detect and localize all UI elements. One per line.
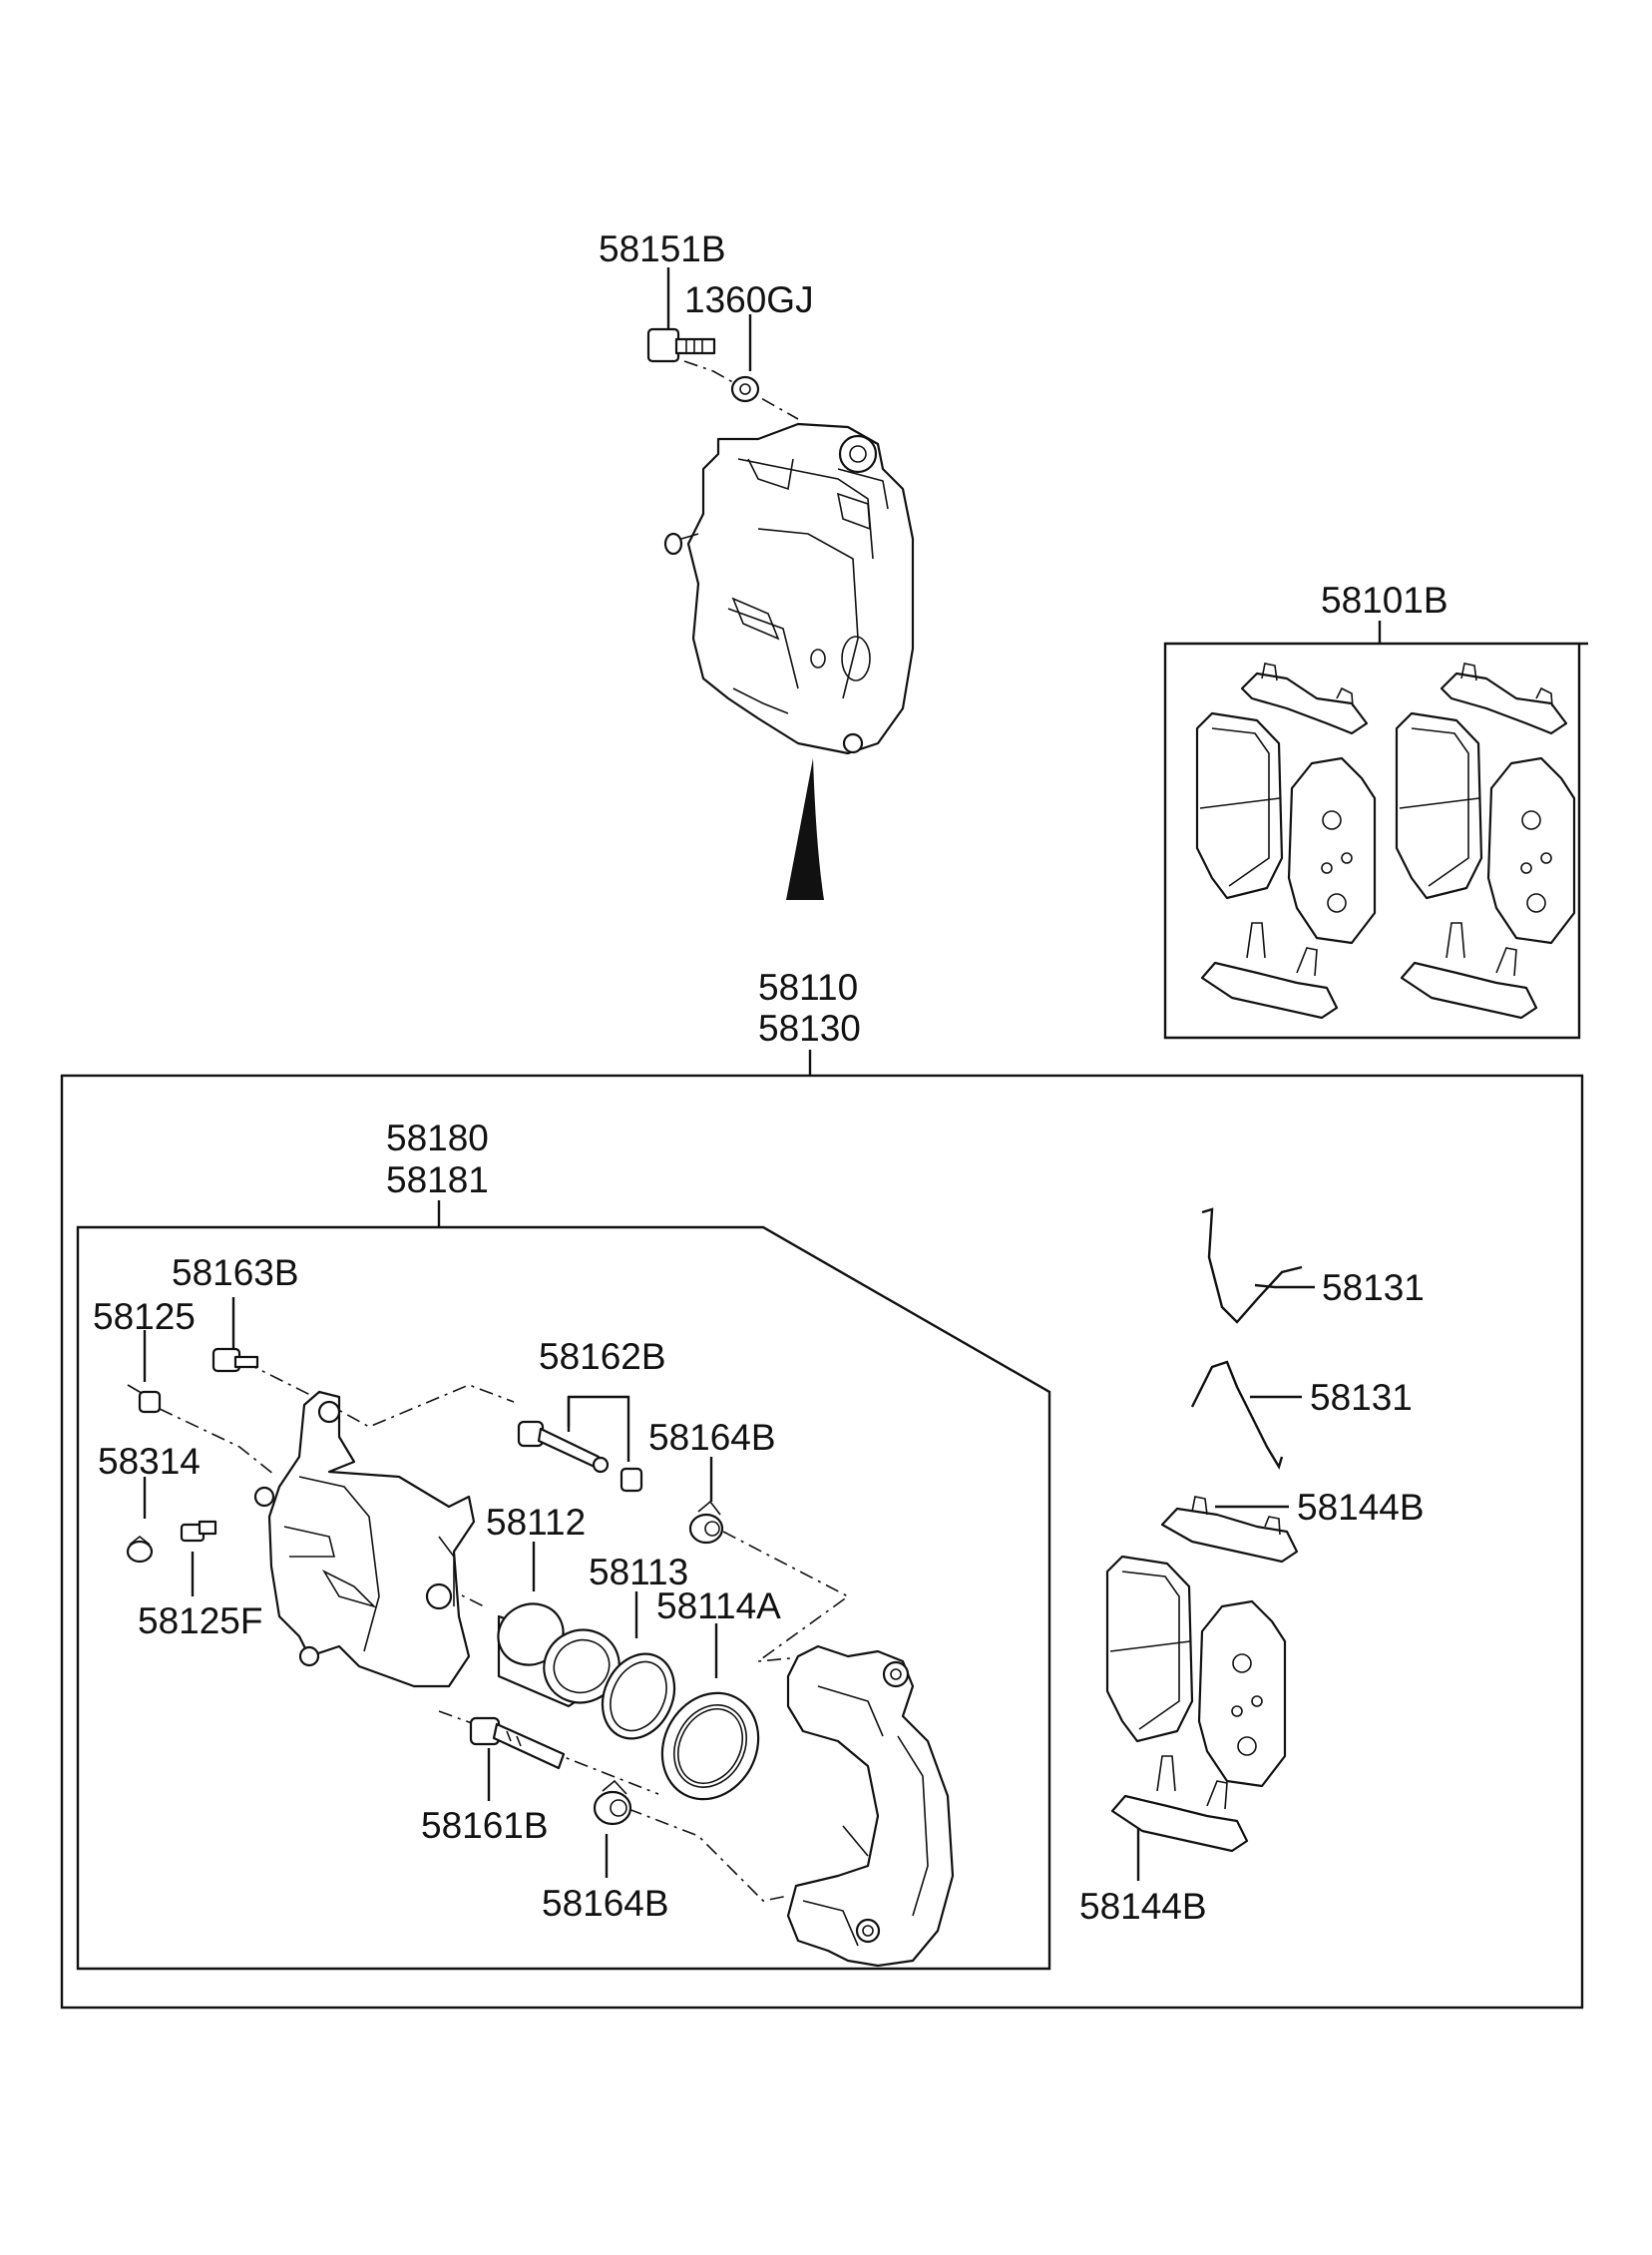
frames (60, 642, 1588, 2010)
piston-58112-icon (497, 1602, 620, 1708)
label-58114a: 58114A (656, 1585, 781, 1626)
dust-cap-58314-icon (126, 1535, 154, 1564)
brake-pad-icon (1287, 756, 1377, 945)
anti-rattle-spring-icon (1201, 1207, 1303, 1324)
label-58181: 58181 (386, 1159, 489, 1200)
label-58144b-bottom: 58144B (1079, 1886, 1207, 1927)
label-58163b: 58163B (172, 1252, 299, 1293)
caliper-carrier-icon (786, 1644, 955, 1968)
bolt-58151b-icon (646, 327, 716, 363)
label-58144b-top: 58144B (1297, 1487, 1425, 1528)
label-58180: 58180 (386, 1118, 489, 1158)
label-58164b-bottom: 58164B (542, 1883, 669, 1924)
label-58161b: 58161B (421, 1805, 549, 1846)
caliper-housing-icon (253, 1390, 476, 1688)
pad-kit-frame (1163, 642, 1588, 1040)
label-1360gj: 1360GJ (684, 279, 814, 320)
pad-clip-icon (1110, 1755, 1249, 1853)
pad-clip-icon (1200, 922, 1339, 1020)
caliper-assembly-icon (686, 422, 915, 755)
part-number-labels: 58151B 1360GJ 58101B 58110 58130 58180 5… (93, 228, 1448, 1927)
label-58101b: 58101B (1321, 580, 1448, 621)
exploded-parts (126, 1207, 1303, 1968)
label-58131-a: 58131 (1322, 1267, 1425, 1308)
label-58162b: 58162B (539, 1336, 666, 1377)
leader-lines (143, 267, 1382, 1881)
label-58110: 58110 (758, 967, 858, 1008)
pad-clip-icon (1440, 663, 1568, 735)
guide-pin-58162b-icon (517, 1420, 610, 1474)
bleeder-screw-58125-icon (127, 1384, 162, 1414)
brake-pad-icon (1395, 711, 1483, 900)
bleeder-58125f-icon (180, 1520, 217, 1543)
brake-pad-icon (1486, 756, 1576, 945)
pad-clip-icon (1400, 922, 1538, 1020)
label-58125: 58125 (93, 1296, 196, 1337)
washer-1360gj-icon (730, 375, 760, 403)
assembled-caliper (646, 327, 915, 755)
caliper-body-frame (76, 1225, 1051, 1971)
guide-pin-58161b-icon (469, 1716, 566, 1770)
label-58314: 58314 (98, 1441, 201, 1482)
caliper-assembly-frame (60, 1074, 1584, 2010)
label-58151b: 58151B (599, 228, 726, 269)
bolt-58163b-icon (211, 1347, 259, 1373)
label-58131-b: 58131 (1310, 1377, 1413, 1418)
brake-pad-icon (1105, 1555, 1194, 1743)
boot-58164b-icon (688, 1500, 724, 1545)
brake-pad-icon (1197, 1599, 1287, 1788)
bushing-58162b-icon (620, 1467, 643, 1493)
label-58112: 58112 (486, 1502, 586, 1543)
piston-seal-58113-icon (601, 1652, 676, 1740)
label-58130: 58130 (758, 1008, 861, 1049)
anti-rattle-spring-icon (1190, 1360, 1284, 1470)
dust-boot-58114a-icon (660, 1691, 760, 1801)
assembly-arrow-icon (786, 758, 824, 900)
label-58125f: 58125F (138, 1600, 263, 1641)
brake-pad-icon (1195, 711, 1284, 900)
boot-58164b-icon (593, 1779, 632, 1826)
pad-clip-icon (1240, 663, 1369, 735)
pad-kit-58101b (1195, 663, 1576, 1020)
label-58164b-top: 58164B (648, 1417, 776, 1458)
label-58113: 58113 (589, 1552, 688, 1592)
pad-clip-icon (1160, 1496, 1299, 1564)
